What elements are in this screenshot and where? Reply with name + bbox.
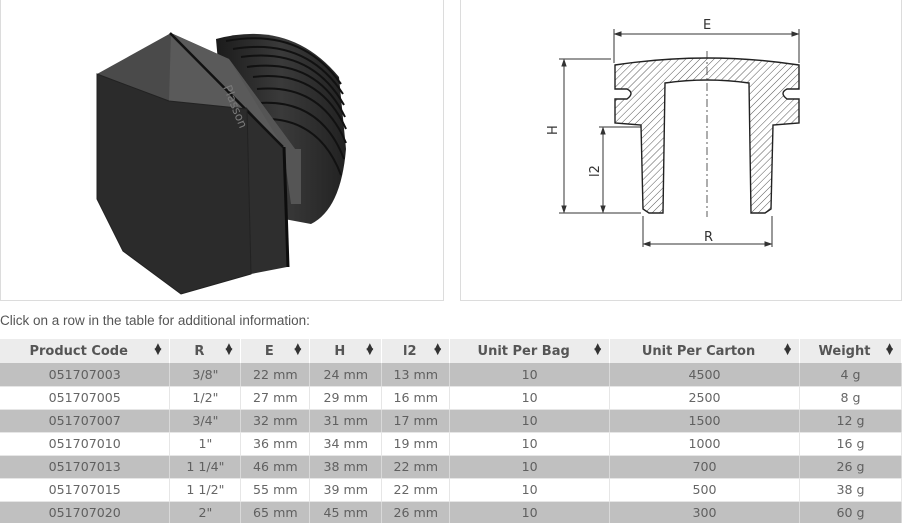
cell-weight: 12 g xyxy=(799,409,902,433)
dim-label-h: H xyxy=(546,125,561,135)
cell-unit-per-carton: 2500 xyxy=(609,386,800,410)
cell-unit-per-carton: 700 xyxy=(609,455,800,479)
cell-unit-per-bag: 10 xyxy=(449,363,611,387)
cell-product-code: 051707013 xyxy=(0,455,171,479)
cell-product-code: 051707007 xyxy=(0,409,171,433)
cell-h: 45 mm xyxy=(309,501,383,523)
column-header-product-code[interactable]: Product Code▲▼ xyxy=(0,339,171,363)
cell-r: 1" xyxy=(169,432,242,456)
column-header-unit-per-bag[interactable]: Unit Per Bag▲▼ xyxy=(449,339,611,363)
cell-l2: 22 mm xyxy=(381,455,451,479)
cell-e: 27 mm xyxy=(240,386,311,410)
cell-l2: 17 mm xyxy=(381,409,451,433)
cell-weight: 38 g xyxy=(799,478,902,502)
cell-r: 3/4" xyxy=(169,409,242,433)
sort-icon[interactable]: ▲▼ xyxy=(784,342,791,357)
sort-icon[interactable]: ▲▼ xyxy=(886,342,893,357)
technical-drawing-panel: E H l2 R xyxy=(460,0,902,301)
product-table: Product Code▲▼ R▲▼ E▲▼ H▲▼ l2▲▼ Unit Per… xyxy=(0,339,902,523)
column-header-h[interactable]: H▲▼ xyxy=(309,339,383,363)
dim-label-r: R xyxy=(704,230,713,245)
cell-r: 3/8" xyxy=(169,363,242,387)
cell-unit-per-carton: 300 xyxy=(609,501,800,523)
cell-weight: 26 g xyxy=(799,455,902,479)
cell-e: 55 mm xyxy=(240,478,311,502)
cell-h: 29 mm xyxy=(309,386,383,410)
cell-product-code: 051707005 xyxy=(0,386,171,410)
cell-unit-per-carton: 1500 xyxy=(609,409,800,433)
dim-label-e: E xyxy=(703,18,711,33)
cell-unit-per-carton: 1000 xyxy=(609,432,800,456)
cell-unit-per-carton: 4500 xyxy=(609,363,800,387)
cell-e: 36 mm xyxy=(240,432,311,456)
sort-icon[interactable]: ▲▼ xyxy=(366,342,374,357)
product-photo-panel: Plasson xyxy=(0,0,444,301)
cell-weight: 4 g xyxy=(799,363,902,387)
cell-weight: 60 g xyxy=(799,501,902,523)
sort-icon[interactable]: ▲▼ xyxy=(154,342,162,357)
cell-r: 1/2" xyxy=(169,386,242,410)
cell-r: 2" xyxy=(169,501,242,523)
cell-h: 38 mm xyxy=(309,455,383,479)
cell-weight: 8 g xyxy=(799,386,902,410)
cell-product-code: 051707020 xyxy=(0,501,171,523)
column-header-unit-per-carton[interactable]: Unit Per Carton▲▼ xyxy=(609,339,800,363)
cell-l2: 19 mm xyxy=(381,432,451,456)
cell-h: 31 mm xyxy=(309,409,383,433)
column-header-r[interactable]: R▲▼ xyxy=(169,339,242,363)
cell-unit-per-bag: 10 xyxy=(449,409,611,433)
cell-product-code: 051707010 xyxy=(0,432,171,456)
technical-drawing: E H l2 R xyxy=(546,18,800,247)
table-header-row: Product Code▲▼ R▲▼ E▲▼ H▲▼ l2▲▼ Unit Per… xyxy=(0,339,902,363)
sort-icon[interactable]: ▲▼ xyxy=(225,342,233,357)
sort-icon[interactable]: ▲▼ xyxy=(434,342,442,357)
cell-unit-per-bag: 10 xyxy=(449,478,611,502)
cell-unit-per-bag: 10 xyxy=(449,455,611,479)
sort-icon[interactable]: ▲▼ xyxy=(294,342,302,357)
cell-e: 46 mm xyxy=(240,455,311,479)
cell-h: 24 mm xyxy=(309,363,383,387)
cell-l2: 16 mm xyxy=(381,386,451,410)
cell-unit-per-bag: 10 xyxy=(449,501,611,523)
cell-l2: 13 mm xyxy=(381,363,451,387)
cell-product-code: 051707015 xyxy=(0,478,171,502)
cell-product-code: 051707003 xyxy=(0,363,171,387)
cell-unit-per-bag: 10 xyxy=(449,432,611,456)
cell-r: 1 1/4" xyxy=(169,455,242,479)
cell-r: 1 1/2" xyxy=(169,478,242,502)
cell-e: 65 mm xyxy=(240,501,311,523)
cell-weight: 16 g xyxy=(799,432,902,456)
product-photo: Plasson xyxy=(96,32,347,295)
cell-unit-per-carton: 500 xyxy=(609,478,800,502)
table-instruction: Click on a row in the table for addition… xyxy=(0,313,310,328)
cell-unit-per-bag: 10 xyxy=(449,386,611,410)
sort-icon[interactable]: ▲▼ xyxy=(594,342,602,357)
cell-h: 39 mm xyxy=(309,478,383,502)
column-header-e[interactable]: E▲▼ xyxy=(240,339,311,363)
column-header-weight[interactable]: Weight▲▼ xyxy=(799,339,902,363)
cell-l2: 26 mm xyxy=(381,501,451,523)
cell-e: 22 mm xyxy=(240,363,311,387)
dim-label-l2: l2 xyxy=(588,165,603,177)
column-header-l2[interactable]: l2▲▼ xyxy=(381,339,451,363)
cell-h: 34 mm xyxy=(309,432,383,456)
cell-e: 32 mm xyxy=(240,409,311,433)
cell-l2: 22 mm xyxy=(381,478,451,502)
